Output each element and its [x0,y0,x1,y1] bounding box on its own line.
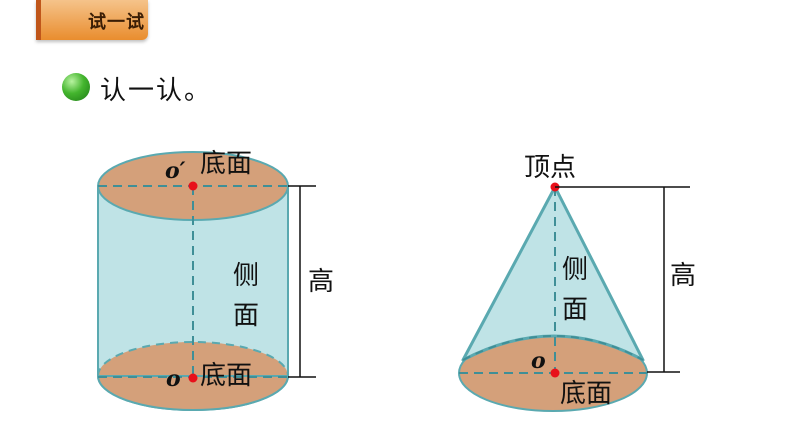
cylinder-height-label: 高 [308,267,334,297]
cone: 顶点 侧 面 o 底面 高 [457,153,696,412]
cylinder-height-marker [288,185,316,378]
cylinder-side-label-1: 侧 [233,261,259,291]
cylinder-top-center-point [188,181,198,191]
cone-side-label-1: 侧 [562,255,588,285]
section-tab: 试一试 [36,0,148,40]
cylinder-bottom-face-front [96,375,290,411]
tab-accent-bar [36,0,41,40]
cone-center-point-label: o [531,348,546,374]
cylinder-bottom-face-label: 底面 [200,361,252,391]
tab-label: 试一试 [88,12,145,33]
cylinder-top-face-label: 底面 [200,149,252,179]
cylinder: o′ 底面 o 底面 侧 面 高 [96,149,334,411]
cylinder-bottom-point-label: o [166,366,181,392]
cone-base-label: 底面 [560,379,612,409]
cone-body [461,185,645,362]
cylinder-side-label-2: 面 [233,301,259,331]
cone-side-label-2: 面 [562,295,588,325]
cylinder-top-point-label: o′ [165,158,186,184]
section-title: 认一认。 [100,76,213,106]
cone-center-point [550,368,560,378]
cylinder-bottom-center-point [188,373,198,383]
cone-height-marker [555,186,690,373]
cone-height-label: 高 [670,261,696,291]
green-bullet-icon [62,73,90,101]
cone-apex-label: 顶点 [524,153,576,183]
